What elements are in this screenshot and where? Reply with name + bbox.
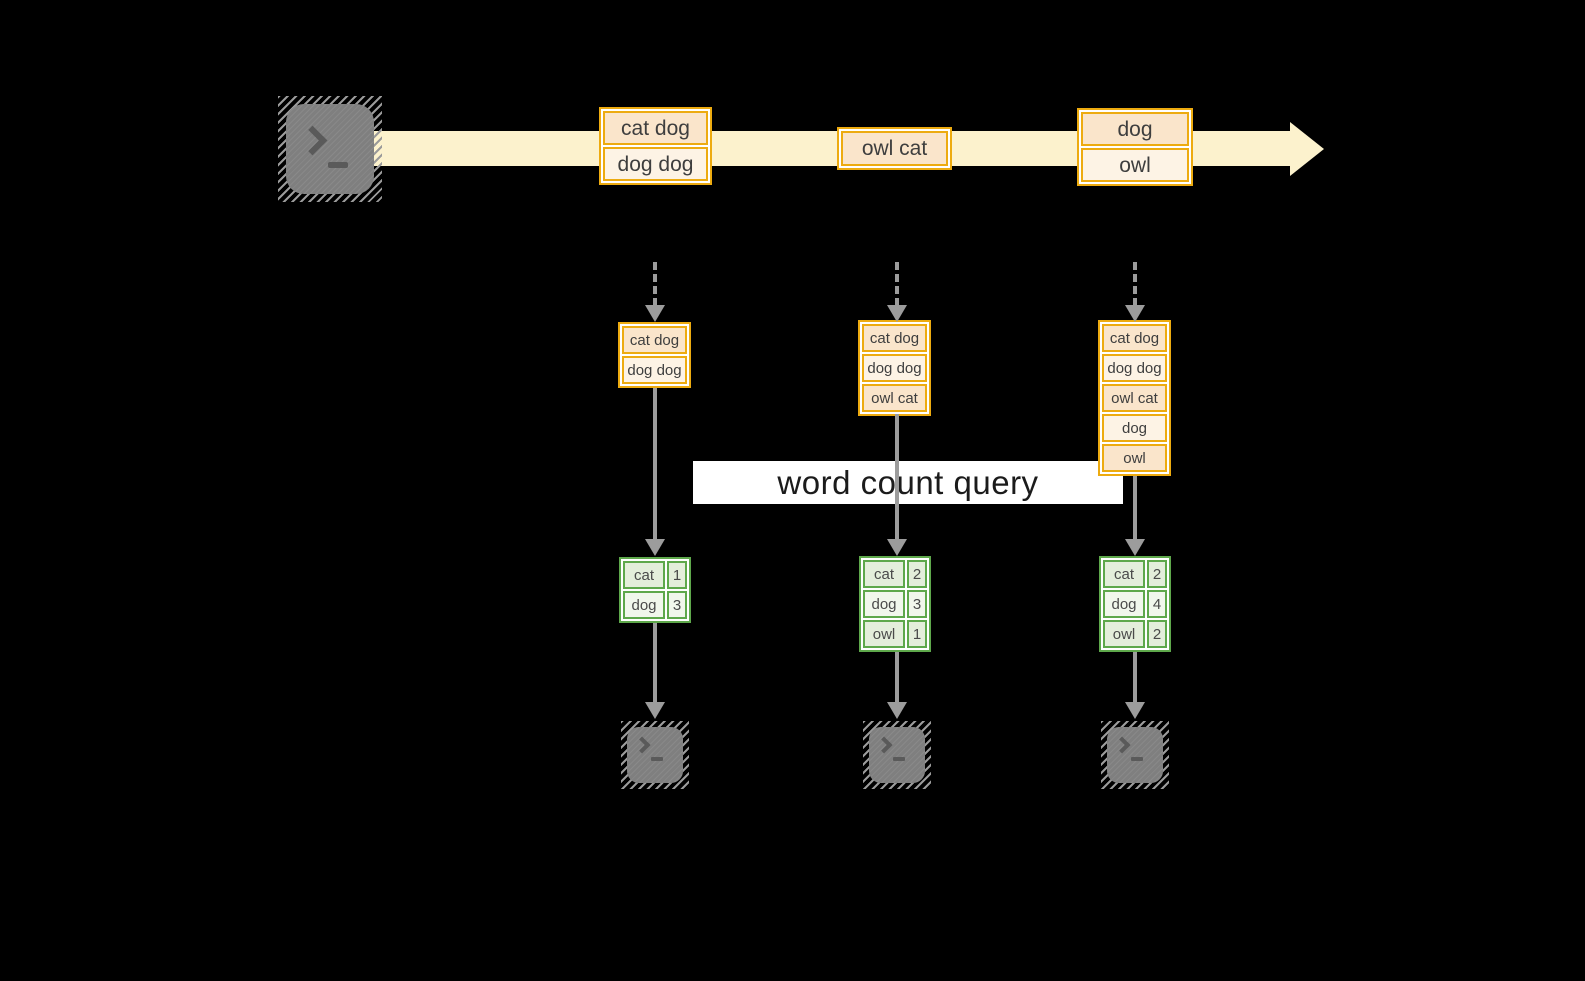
table-count-cell: 3 [667,591,687,619]
source-terminal-icon [278,96,382,202]
stream-event-line: owl [1081,148,1189,182]
prompt-chevron-icon [1113,736,1131,754]
dashed-arrow-line [895,262,899,306]
arrow-head-icon [645,539,665,556]
count-table-2: cat 2 dog 3 owl 1 [859,556,931,652]
state-line: dog dog [862,354,927,382]
state-box-1: cat dog dog dog [618,322,691,388]
table-word-cell: cat [623,561,665,589]
table-count-cell: 1 [907,620,927,648]
table-word-cell: dog [1103,590,1145,618]
stream-event-box-1: cat dog dog dog [599,107,712,185]
prompt-chevron-icon [875,736,893,754]
table-count-cell: 2 [907,560,927,588]
stream-event-box-2: owl cat [837,127,952,170]
arrow-head-icon [1125,702,1145,719]
arrow-line [653,388,657,540]
prompt-underscore-icon [328,162,348,168]
terminal-body [869,727,925,783]
state-line: cat dog [1102,324,1167,352]
table-count-cell: 1 [667,561,687,589]
table-count-cell: 4 [1147,590,1167,618]
query-label-band: word count query [693,461,1123,504]
state-line: dog dog [622,356,687,384]
sink-terminal-icon [863,721,931,789]
dashed-arrow-line [653,262,657,306]
count-table-1: cat 1 dog 3 [619,557,691,623]
arrow-head-icon [645,702,665,719]
state-line: owl cat [862,384,927,412]
state-box-3: cat dog dog dog owl cat dog owl [1098,320,1171,476]
stream-event-line: owl cat [841,131,948,166]
terminal-body [627,727,683,783]
terminal-body [1107,727,1163,783]
table-word-cell: owl [863,620,905,648]
table-word-cell: dog [863,590,905,618]
stream-event-line: dog dog [603,147,708,181]
prompt-underscore-icon [651,757,663,761]
state-box-2: cat dog dog dog owl cat [858,320,931,416]
arrow-head-icon [1125,539,1145,556]
state-line: owl cat [1102,384,1167,412]
table-word-cell: owl [1103,620,1145,648]
stream-event-line: dog [1081,112,1189,146]
terminal-body [286,104,374,194]
prompt-chevron-icon [297,125,328,156]
arrow-line [895,652,899,703]
query-label: word count query [777,463,1039,501]
table-count-cell: 2 [1147,560,1167,588]
arrow-head-icon [887,539,907,556]
table-word-cell: dog [623,591,665,619]
count-table-3: cat 2 dog 4 owl 2 [1099,556,1171,652]
dashed-arrow-head-icon [1125,305,1145,322]
state-line: cat dog [622,326,687,354]
table-word-cell: cat [1103,560,1145,588]
prompt-underscore-icon [893,757,905,761]
arrow-line [895,414,899,540]
table-count-cell: 3 [907,590,927,618]
state-line: dog dog [1102,354,1167,382]
state-line: owl [1102,444,1167,472]
arrow-line [653,623,657,703]
sink-terminal-icon [621,721,689,789]
stream-arrow-head-icon [1290,122,1324,176]
prompt-chevron-icon [633,736,651,754]
table-word-cell: cat [863,560,905,588]
state-line: dog [1102,414,1167,442]
dashed-arrow-head-icon [645,305,665,322]
state-line: cat dog [862,324,927,352]
dashed-arrow-line [1133,262,1137,306]
stream-event-box-3: dog owl [1077,108,1193,186]
arrow-line [1133,652,1137,703]
arrow-head-icon [887,702,907,719]
sink-terminal-icon [1101,721,1169,789]
arrow-line [1133,476,1137,540]
dashed-arrow-head-icon [887,305,907,322]
stream-event-line: cat dog [603,111,708,145]
prompt-underscore-icon [1131,757,1143,761]
table-count-cell: 2 [1147,620,1167,648]
